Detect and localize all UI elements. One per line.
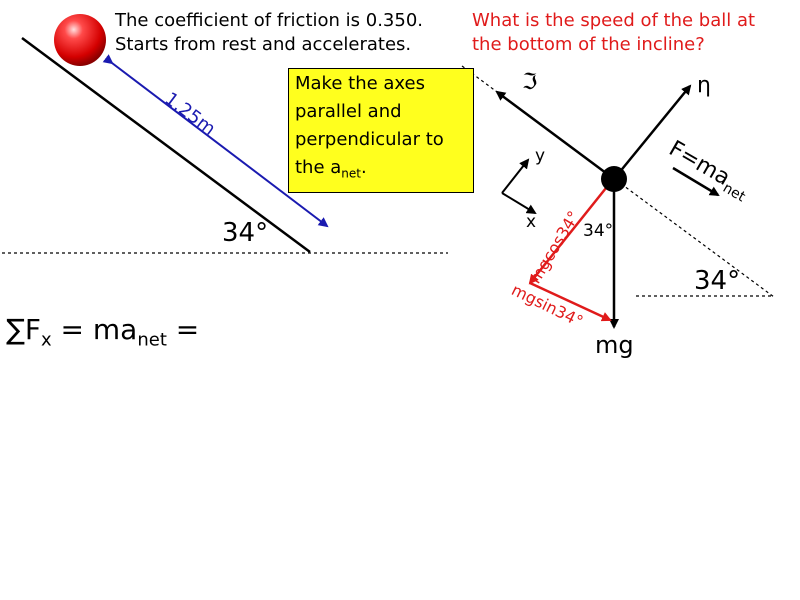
note-line-1: Make the axes: [295, 73, 425, 94]
friction-symbol: ℑ: [522, 70, 538, 95]
note-line-4: the anet.: [295, 157, 367, 181]
given-text: The coefficient of friction is 0.350. St…: [115, 9, 423, 57]
note-line-2: parallel and: [295, 101, 402, 122]
distance-arrow: [102, 54, 329, 228]
axis-y-arrow: [501, 158, 530, 194]
axis-x-label: x: [526, 212, 537, 232]
mgcos-component-arrow: [528, 182, 611, 285]
given-line-2: Starts from rest and accelerates.: [115, 34, 412, 55]
question-line-1: What is the speed of the ball at: [472, 10, 756, 31]
axis-x-arrow: [501, 192, 537, 215]
fbd-right-angle-label: 34°: [694, 266, 741, 296]
axis-y-label: y: [535, 146, 546, 166]
question-text: What is the speed of the ball at the bot…: [472, 9, 755, 57]
fbd-ball: [601, 166, 627, 192]
sum-forces-equation: ∑Fx = manet =: [6, 313, 200, 351]
sum-symbol: ∑F: [6, 313, 41, 346]
fbd-center-angle-label: 34°: [583, 221, 614, 241]
question-line-2: the bottom of the incline?: [472, 34, 705, 55]
ball: [54, 14, 106, 66]
normal-arrow: [613, 84, 692, 180]
mgsin-component-arrow: [529, 281, 612, 322]
newton-arrow: [672, 166, 720, 197]
incline-angle-label: 34°: [222, 218, 269, 248]
normal-symbol: η: [697, 73, 711, 98]
given-line-1: The coefficient of friction is 0.350.: [115, 10, 424, 31]
note-line-3: perpendicular to: [295, 129, 444, 150]
weight-label: mg: [595, 331, 634, 359]
friction-arrow: [495, 90, 615, 181]
instruction-note: Make the axes parallel and perpendicular…: [288, 68, 474, 193]
